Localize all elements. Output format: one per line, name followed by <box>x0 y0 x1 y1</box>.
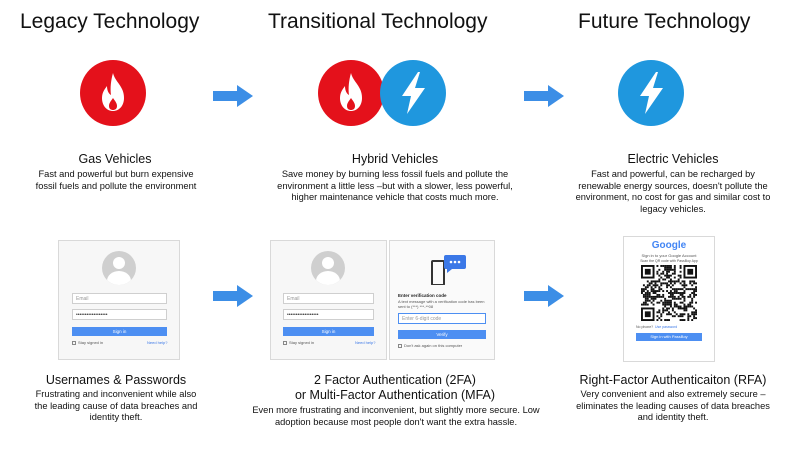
dont-ask-checkbox[interactable] <box>398 344 402 348</box>
email-field[interactable]: Email <box>283 293 374 304</box>
chat-bubble-icon <box>431 255 466 285</box>
google-qr-screenshot: Google Sign in to your Google Account Sc… <box>623 236 715 362</box>
dont-ask-label: Don't ask again on this computer <box>404 343 463 348</box>
verification-text: A text message with a verification code … <box>398 299 485 309</box>
need-help-link[interactable]: Need help? <box>147 340 168 345</box>
mfa-desc: Even more frustrating and inconvenient, … <box>252 405 540 427</box>
stay-signed-in-label: Stay signed in <box>289 340 315 345</box>
password-field[interactable]: •••••••••••••••••• <box>283 309 374 320</box>
mfa-login-screenshot: Email •••••••••••••••••• Sign in Stay si… <box>270 240 387 360</box>
avatar-icon <box>311 251 345 285</box>
arrow-right-icon <box>213 285 253 307</box>
verify-button[interactable]: Verify <box>398 330 486 339</box>
stay-signed-in-checkbox[interactable] <box>283 341 287 345</box>
mfa-title-line2: or Multi-Factor Authentication (MFA) <box>294 388 496 402</box>
stay-signed-in-checkbox[interactable] <box>72 341 76 345</box>
heading-future: Future Technology <box>578 10 751 33</box>
scan-qr-text: Scan the QR code with PassBoy App <box>640 259 698 263</box>
sign-in-button[interactable]: Sign in <box>283 327 374 336</box>
avatar-icon <box>102 251 136 285</box>
sign-in-button[interactable]: Sign in <box>72 327 167 336</box>
passwords-desc: Frustrating and inconvenient while also … <box>34 389 198 423</box>
lightning-bolt-icon <box>380 60 446 126</box>
rfa-title: Right-Factor Authenticaiton (RFA) <box>579 373 767 387</box>
google-logo: Google <box>651 240 687 251</box>
electric-vehicles-desc: Fast and powerful, can be recharged by r… <box>575 169 771 214</box>
lightning-bolt-icon <box>618 60 684 126</box>
heading-legacy: Legacy Technology <box>20 10 200 33</box>
no-phone-text: No phone? <box>636 325 654 329</box>
gas-vehicles-desc: Fast and powerful but burn expensive fos… <box>35 169 197 191</box>
verification-title: Enter verification code <box>398 293 447 298</box>
verification-code-screenshot: Enter verification code A text message w… <box>389 240 495 360</box>
password-field[interactable]: •••••••••••••••••• <box>72 309 167 320</box>
mfa-title-line1: 2 Factor Authentication (2FA) <box>314 373 476 387</box>
rfa-desc: Very convenient and also extremely secur… <box>576 389 770 423</box>
email-field[interactable]: Email <box>72 293 167 304</box>
need-help-link[interactable]: Need help? <box>355 340 376 345</box>
use-password-link[interactable]: Use password <box>655 325 678 329</box>
heading-transitional: Transitional Technology <box>268 10 488 33</box>
google-signin-text: Sign in to your Google Account <box>641 253 697 258</box>
electric-vehicles-title: Electric Vehicles <box>627 152 719 166</box>
password-login-screenshot: Email •••••••••••••••••• Sign in Stay si… <box>58 240 180 360</box>
qr-code-icon[interactable] <box>641 265 697 321</box>
arrow-right-icon <box>524 285 564 307</box>
arrow-right-icon <box>524 85 564 107</box>
gas-vehicles-title: Gas Vehicles <box>78 152 152 166</box>
passwords-title: Usernames & Passwords <box>45 373 187 387</box>
stay-signed-in-label: Stay signed in <box>78 340 104 345</box>
hybrid-vehicles-title: Hybrid Vehicles <box>351 152 439 166</box>
arrow-right-icon <box>213 85 253 107</box>
hybrid-vehicles-desc: Save money by burning less fossil fuels … <box>277 169 513 203</box>
sign-in-with-passboy-button[interactable]: Sign in with PassBoy <box>636 333 702 341</box>
fire-icon <box>318 60 384 126</box>
verification-code-input[interactable]: Enter 6-digit code <box>398 313 486 324</box>
fire-icon <box>80 60 146 126</box>
